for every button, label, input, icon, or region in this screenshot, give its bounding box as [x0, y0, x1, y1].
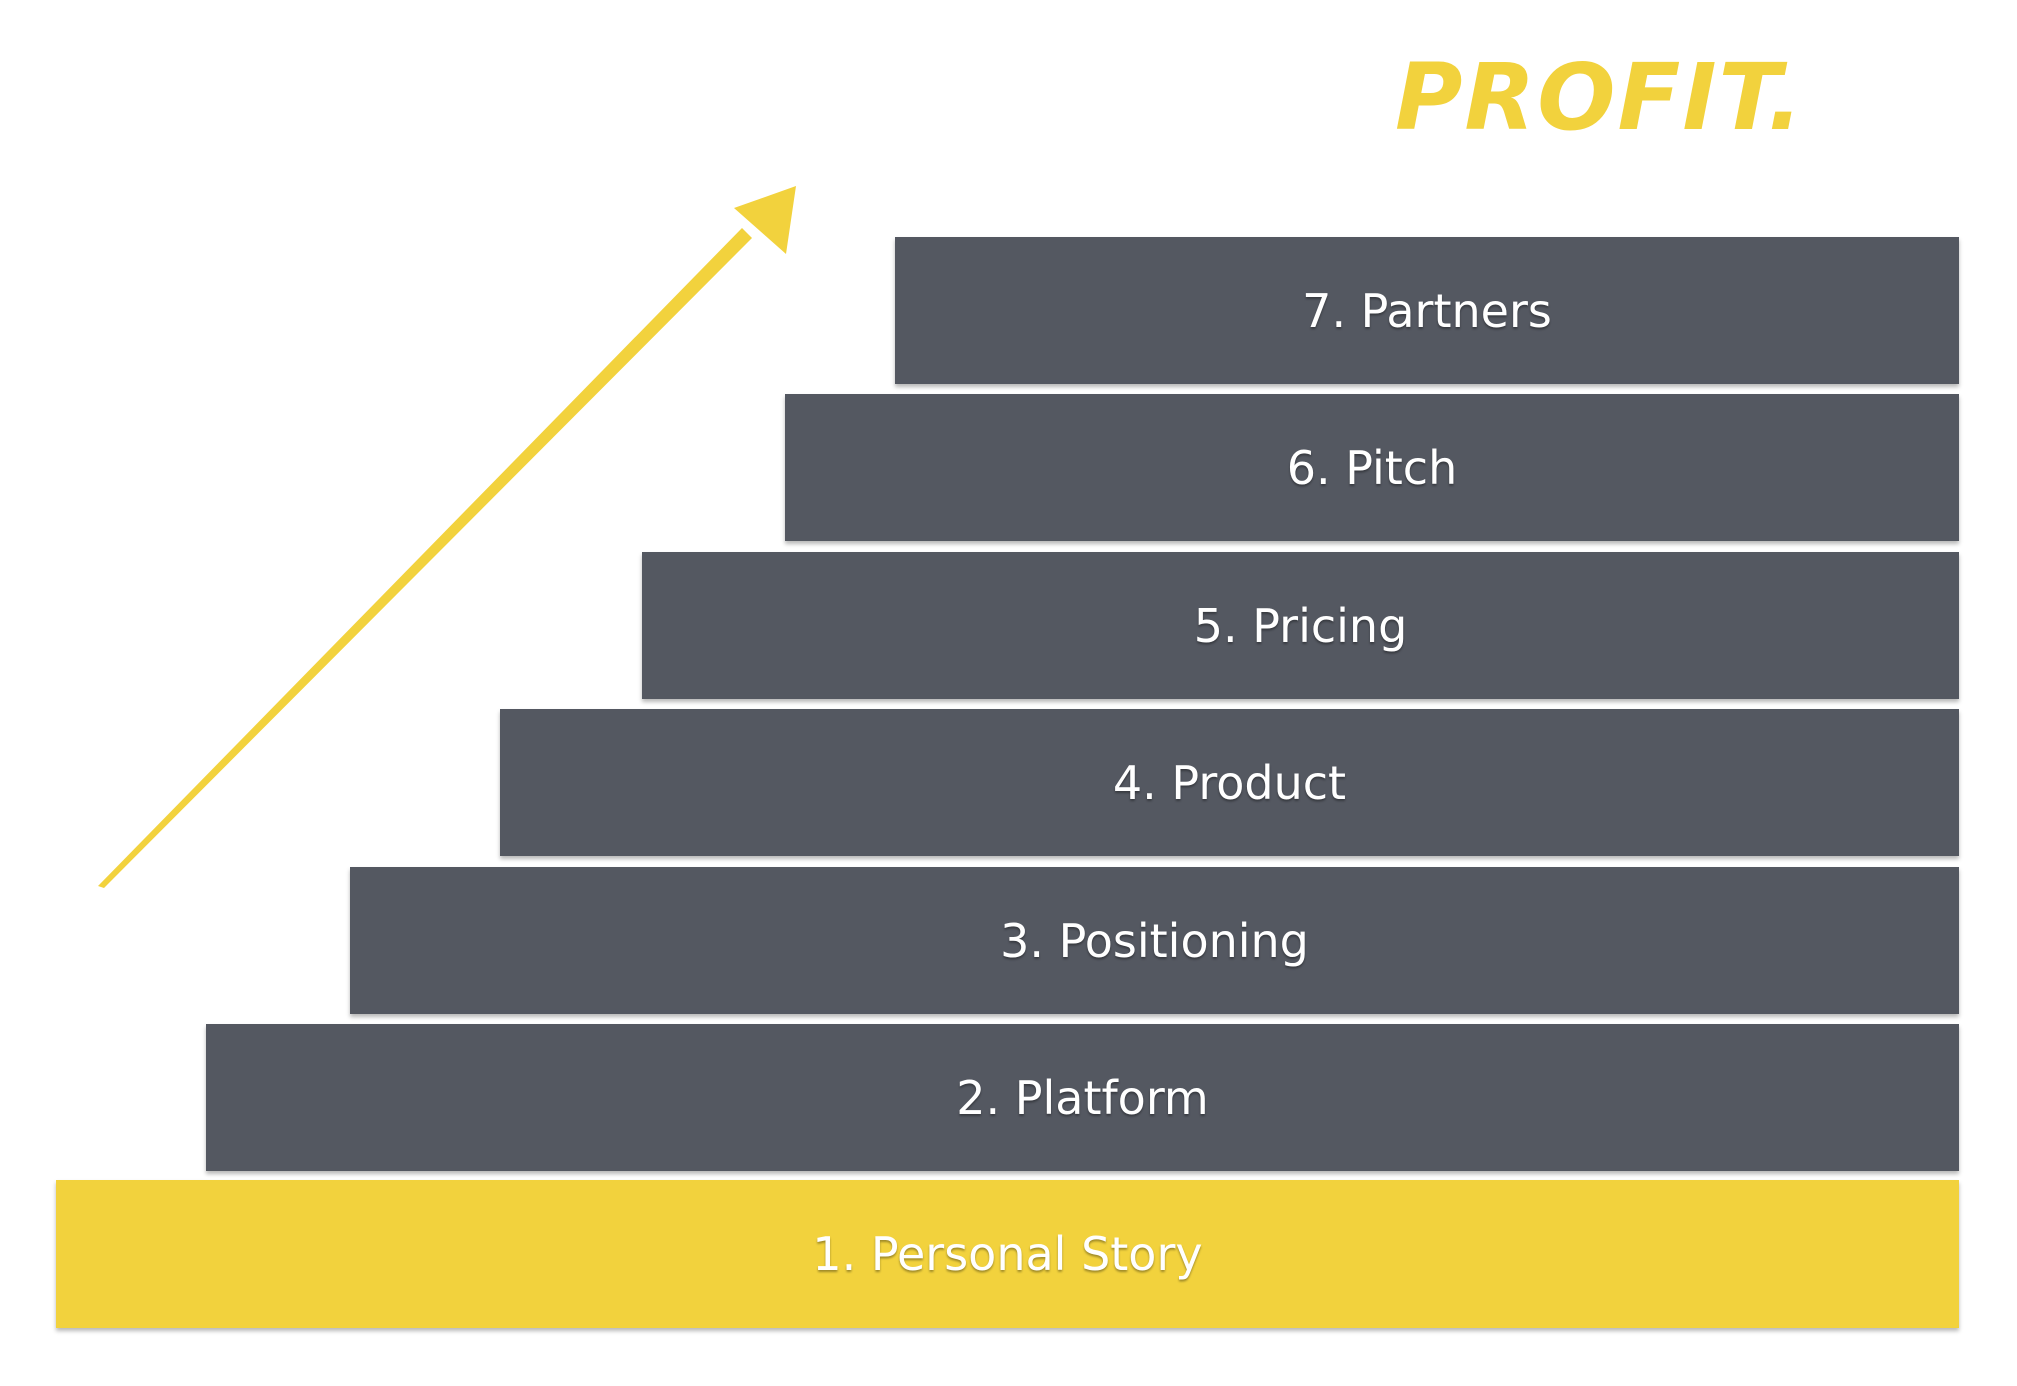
step-label: 2. Platform	[956, 1070, 1209, 1125]
step-label: 6. Pitch	[1286, 440, 1458, 495]
step-label: 7. Partners	[1302, 283, 1552, 338]
step-partners: 7. Partners	[895, 237, 1959, 384]
arrow-head	[734, 186, 796, 254]
step-pitch: 6. Pitch	[785, 394, 1959, 541]
step-label: 5. Pricing	[1193, 598, 1408, 653]
arrow-shaft	[98, 228, 752, 888]
step-positioning: 3. Positioning	[350, 867, 1959, 1014]
step-pricing: 5. Pricing	[642, 552, 1959, 699]
step-label: 3. Positioning	[1000, 913, 1309, 968]
step-label: 1. Personal Story	[812, 1227, 1203, 1281]
step-personal-story: 1. Personal Story	[56, 1180, 1959, 1328]
step-platform: 2. Platform	[206, 1024, 1959, 1171]
step-label: 4. Product	[1112, 755, 1347, 810]
step-product: 4. Product	[500, 709, 1959, 856]
profit-heading: PROFIT.	[1395, 44, 1805, 151]
